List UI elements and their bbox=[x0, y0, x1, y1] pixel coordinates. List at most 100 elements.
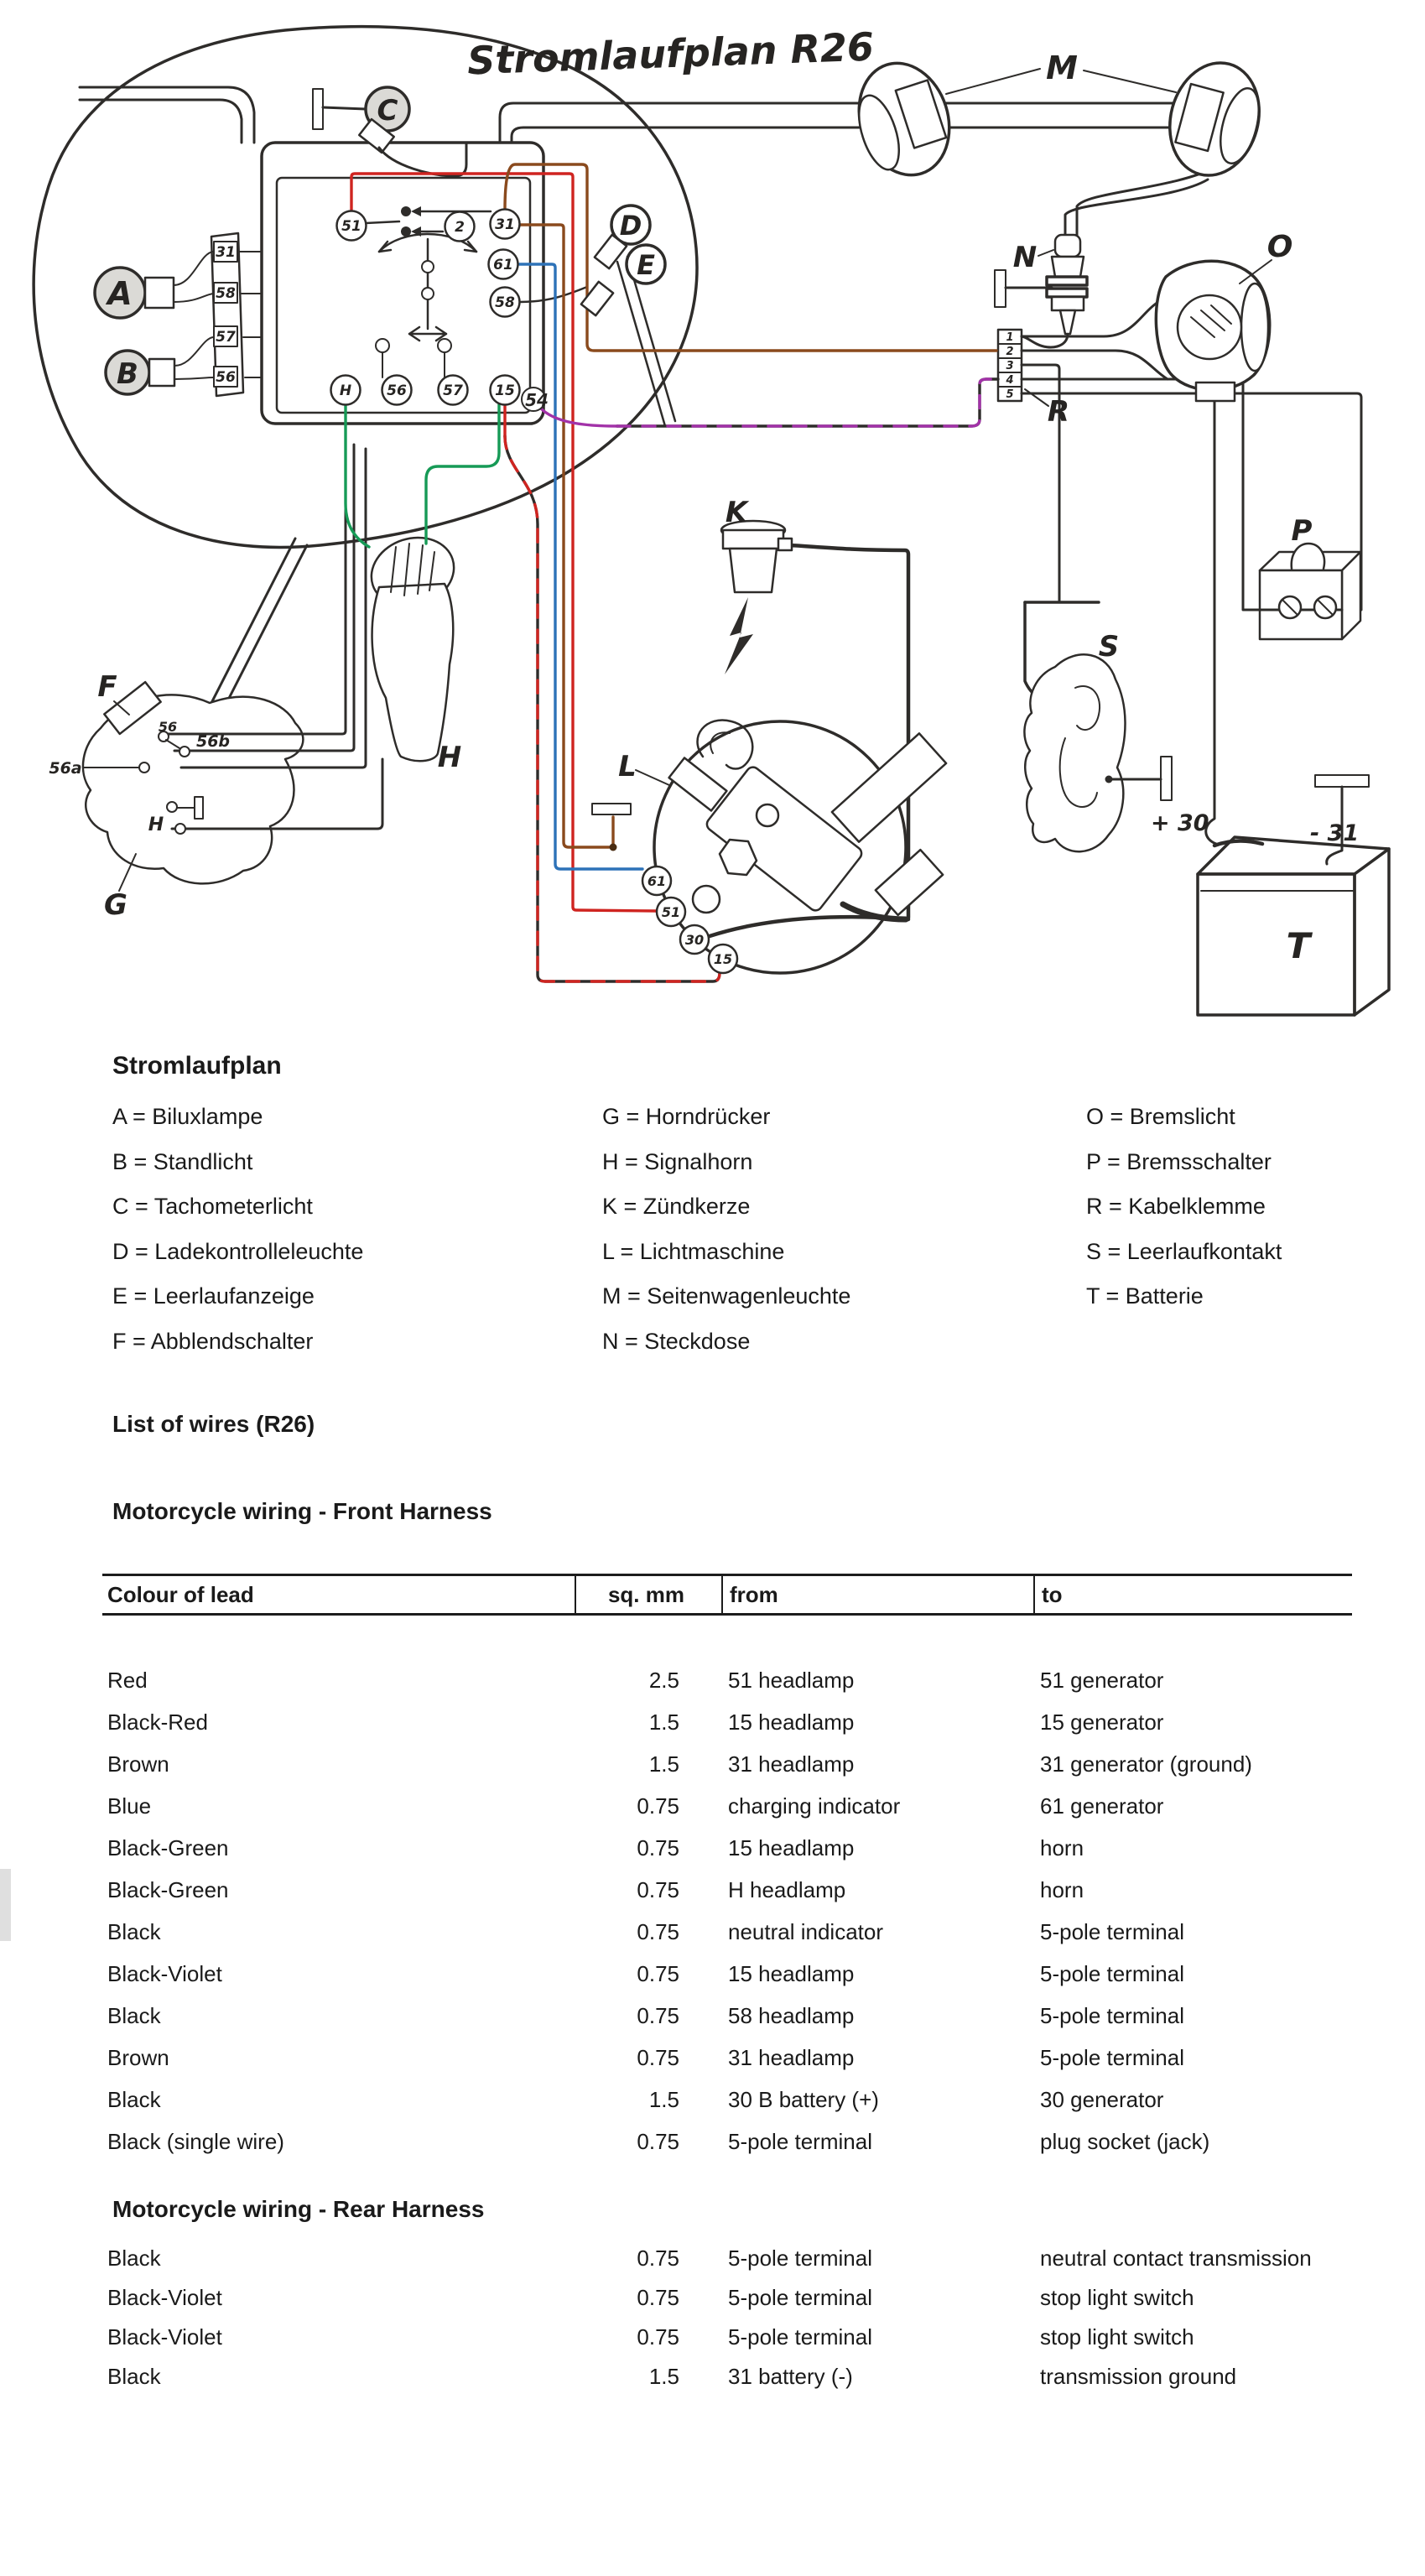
wire-cell: 0.75 bbox=[637, 1834, 679, 1860]
label-E: E bbox=[637, 249, 655, 281]
wire-blackviolet-dash bbox=[616, 377, 1000, 428]
label-H-horn: H bbox=[438, 741, 461, 774]
wire-cell: Black bbox=[107, 2246, 161, 2271]
hb-56b: 56b bbox=[196, 732, 230, 751]
wire-cell: 0.75 bbox=[637, 1793, 679, 1819]
wire-cell: 31 headlamp bbox=[728, 2044, 855, 2070]
diagram-title: Stromlaufplan R26 bbox=[466, 24, 874, 84]
charge-neutral-indicators-DE bbox=[580, 204, 667, 317]
sw-54: 54 bbox=[525, 390, 549, 410]
colored-wires bbox=[344, 163, 1000, 983]
gen-51: 51 bbox=[662, 904, 680, 920]
label-A: A bbox=[105, 275, 132, 312]
wire-cell: Black-Green bbox=[107, 1876, 229, 1902]
brake-light-O bbox=[1154, 259, 1272, 403]
black-wires bbox=[166, 101, 1363, 939]
legend-item: N = Steckdose bbox=[602, 1328, 751, 1354]
label-O: O bbox=[1267, 230, 1293, 264]
legend-title: Stromlaufplan bbox=[112, 1052, 282, 1080]
wire-cell: 0.75 bbox=[637, 2246, 679, 2271]
block-2: 2 bbox=[1006, 346, 1013, 358]
wire-cell: 5-pole terminal bbox=[1040, 1918, 1184, 1944]
wire-cell: 1.5 bbox=[648, 1751, 679, 1777]
wire-cell: Black-Violet bbox=[107, 1960, 222, 1986]
wire-cell: 0.75 bbox=[637, 2002, 679, 2028]
wire-list-title: List of wires (R26) bbox=[112, 1411, 315, 1437]
handlebar-switch-details bbox=[83, 700, 204, 892]
wire-violet-54 bbox=[538, 406, 619, 428]
legend-item: L = Lichtmaschine bbox=[602, 1238, 785, 1264]
front-harness-heading: Motorcycle wiring - Front Harness bbox=[112, 1498, 492, 1524]
wire-cell: 0.75 bbox=[637, 2128, 679, 2154]
wire-cell: Black bbox=[107, 2086, 161, 2112]
block-4: 4 bbox=[1005, 374, 1013, 387]
table-header-cell: from bbox=[721, 1576, 1033, 1613]
legend-item: S = Leerlaufkontakt bbox=[1086, 1238, 1282, 1264]
wire-cell: 30 B battery (+) bbox=[728, 2086, 879, 2112]
wire-cell: 0.75 bbox=[637, 1876, 679, 1902]
wire-cell: H headlamp bbox=[728, 1876, 846, 1902]
wire-blackred-dash bbox=[503, 435, 721, 983]
wire-cell: Black-Violet bbox=[107, 2285, 222, 2310]
strip-31: 31 bbox=[216, 244, 236, 261]
sidecar-lamps-M bbox=[857, 61, 1261, 177]
wire-cell: 31 battery (-) bbox=[728, 2364, 853, 2389]
table-header-cell: to bbox=[1033, 1576, 1352, 1613]
legend-item: G = Horndrücker bbox=[602, 1104, 771, 1129]
legend-item: E = Leerlaufanzeige bbox=[112, 1283, 315, 1309]
wire-cell: 5-pole terminal bbox=[1040, 2044, 1184, 2070]
wire-cell: 5-pole terminal bbox=[728, 2128, 872, 2154]
sw-31: 31 bbox=[495, 216, 515, 233]
wire-cell: Brown bbox=[107, 2044, 169, 2070]
wire-cell: 15 headlamp bbox=[728, 1709, 855, 1735]
block-1: 1 bbox=[1006, 331, 1013, 344]
label-K: K bbox=[726, 496, 750, 529]
wire-cell: Black (single wire) bbox=[107, 2128, 284, 2154]
wire-cell: 58 headlamp bbox=[728, 2002, 855, 2028]
table-header-cell: Colour of lead bbox=[107, 1581, 254, 1607]
brake-switch-P bbox=[1258, 542, 1362, 641]
label-N: N bbox=[1013, 241, 1037, 274]
plug-socket-N bbox=[994, 233, 1089, 336]
hb-H: H bbox=[148, 814, 164, 835]
wire-cell: 5-pole terminal bbox=[1040, 1960, 1184, 1986]
s-contact-ground bbox=[1160, 756, 1173, 801]
gen-30: 30 bbox=[685, 932, 704, 948]
sw-58: 58 bbox=[495, 294, 515, 311]
legend-item: R = Kabelklemme bbox=[1086, 1194, 1266, 1219]
wire-cell: neutral indicator bbox=[728, 1918, 883, 1944]
wire-cell: 0.75 bbox=[637, 1960, 679, 1986]
wire-cell: 15 generator bbox=[1040, 1709, 1164, 1735]
label-L: L bbox=[618, 750, 637, 783]
rear-harness-heading: Motorcycle wiring - Rear Harness bbox=[112, 2196, 485, 2222]
strip-56: 56 bbox=[216, 369, 236, 386]
block-5: 5 bbox=[1006, 388, 1013, 401]
legend-item: A = Biluxlampe bbox=[112, 1104, 263, 1129]
legend-item: P = Bremsschalter bbox=[1086, 1148, 1272, 1174]
generator-internals bbox=[591, 719, 948, 975]
label-F: F bbox=[97, 670, 117, 704]
label-G: G bbox=[104, 888, 127, 922]
sw-2: 2 bbox=[455, 219, 465, 236]
wire-cell: Red bbox=[107, 1667, 148, 1693]
wire-cell: transmission ground bbox=[1040, 2364, 1237, 2389]
wire-cell: Black-Violet bbox=[107, 2324, 222, 2350]
wire-green-H-horn bbox=[344, 403, 371, 549]
gen-15: 15 bbox=[714, 951, 732, 967]
hb-56a: 56a bbox=[49, 759, 81, 778]
label-D: D bbox=[620, 210, 642, 242]
